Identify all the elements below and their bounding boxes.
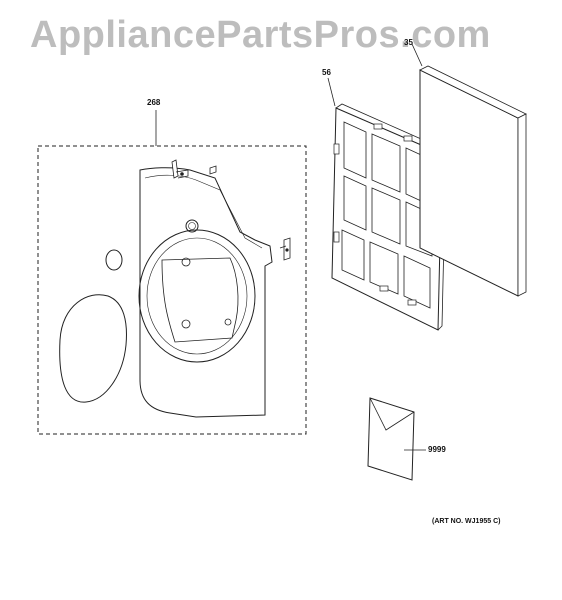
envelope-body [367,397,415,481]
mount-hole [181,319,191,329]
round-cap[interactable] [105,249,123,271]
leader-56 [327,77,336,107]
top-hole [185,219,199,233]
mount-hole [224,318,232,326]
leader-35 [411,43,423,67]
envelope-flap [369,397,415,431]
pad-side [517,113,527,297]
literature-envelope[interactable] [367,397,426,481]
callout-9999[interactable]: 9999 [428,445,446,454]
panel-edge [144,174,263,249]
side-clip[interactable] [279,237,291,261]
top-hole-inner [188,222,196,230]
door-recess [161,257,239,343]
callout-268[interactable]: 268 [147,98,161,107]
panel-screw[interactable] [209,165,217,175]
mount-hole [181,257,191,267]
art-number: (ART NO. WJ1955 C) [432,518,501,525]
front-panel[interactable] [139,167,273,418]
callout-56[interactable]: 56 [322,68,331,77]
door-opening-inner [146,237,248,355]
filter-pad[interactable] [411,43,527,297]
panel-clip[interactable] [171,159,189,179]
assembly-boundary [37,145,307,435]
filter-frame[interactable] [327,77,447,331]
callout-35[interactable]: 35 [404,38,413,47]
front-panel-assembly[interactable] [37,110,307,435]
cover-disc[interactable] [59,294,127,403]
watermark: AppliancePartsPros.com [30,14,491,56]
